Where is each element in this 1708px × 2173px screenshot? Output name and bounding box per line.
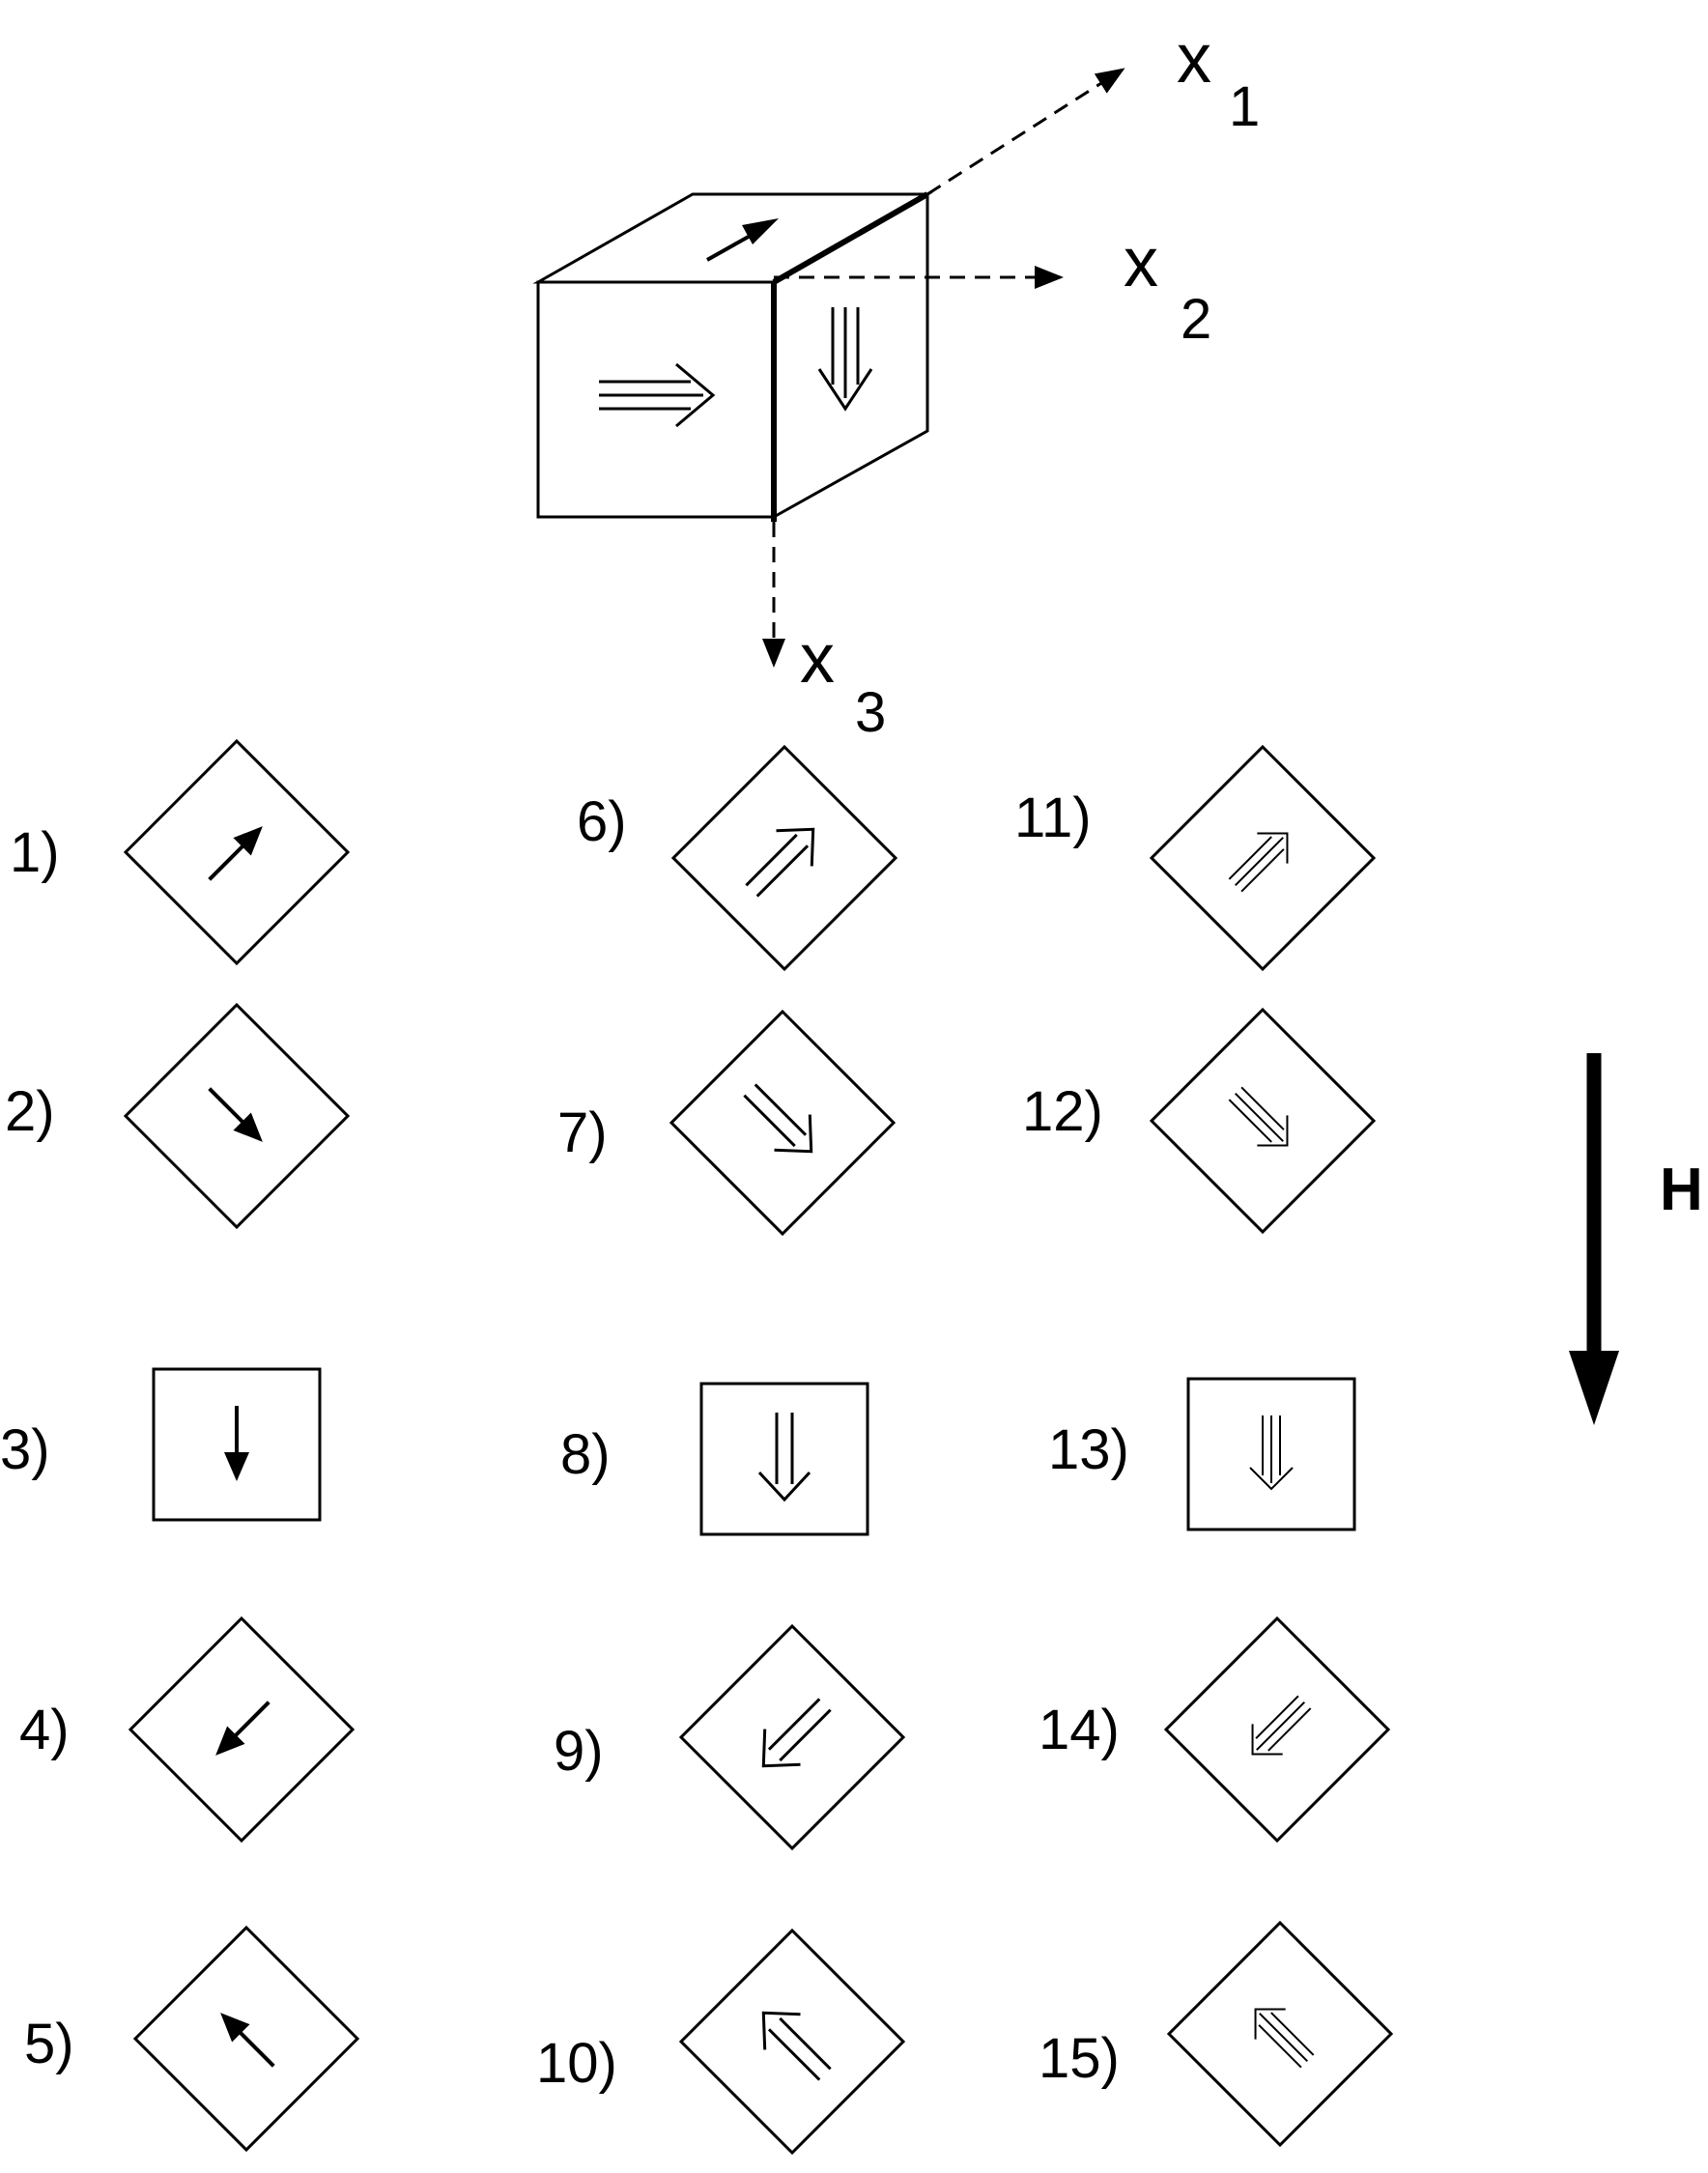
configuration-item: 3) (0, 1367, 322, 1522)
single-arrow-icon (215, 1701, 270, 1756)
item-label: 5) (24, 2013, 74, 2075)
configuration-item: 2) (5, 1002, 351, 1230)
diamond-frame (1149, 1007, 1377, 1235)
diamond-frame (670, 744, 898, 972)
item-label: 8) (560, 1423, 611, 1486)
cube-top-arrow (706, 218, 779, 262)
configuration-item: 8) (560, 1382, 869, 1536)
triple-arrow-icon (1228, 1086, 1289, 1147)
diamond-frame (678, 1928, 906, 2156)
axis-label-x3-index: 3 (855, 681, 886, 744)
triple-arrow-icon (1254, 2008, 1315, 2069)
axis-label-x3: x (800, 620, 835, 698)
diamond-frame (128, 1615, 356, 1844)
diamond-frame (1166, 1920, 1394, 2148)
diamond-frame (678, 1623, 906, 1851)
configuration-item: 10) (536, 1928, 906, 2156)
square-frame (699, 1382, 869, 1536)
field-arrow (1569, 1053, 1619, 1425)
configuration-item: 7) (557, 1009, 897, 1237)
item-label: 2) (5, 1080, 55, 1143)
axis-label-x2-index: 2 (1181, 288, 1211, 351)
cube-right-arrow (817, 307, 873, 412)
single-arrow-icon (224, 1406, 249, 1481)
square-frame (1186, 1377, 1356, 1531)
axis-label-x1-index: 1 (1229, 75, 1260, 138)
item-label: 12) (1022, 1080, 1103, 1143)
item-label: 3) (0, 1418, 50, 1481)
axis-lines (762, 68, 1125, 668)
axis-label-x2: x (1124, 224, 1158, 301)
configuration-item: 6) (577, 744, 898, 972)
diamond-frame (1149, 744, 1377, 972)
item-label: 15) (1039, 2027, 1120, 2090)
double-arrow-icon (761, 1698, 832, 1768)
item-label: 10) (536, 2032, 617, 2095)
item-label: 13) (1048, 1418, 1129, 1481)
configuration-item: 12) (1022, 1007, 1377, 1235)
axis-x1-line (926, 68, 1125, 196)
diamond-frame (669, 1009, 897, 1237)
triple-arrow-icon (1228, 832, 1289, 893)
axis-label-x1: x (1177, 20, 1211, 98)
double-arrow-icon (743, 1083, 813, 1154)
item-label: 4) (19, 1699, 70, 1761)
diamond-frame (123, 738, 351, 966)
configuration-item: 5) (24, 1925, 360, 2153)
configuration-item: 9) (554, 1623, 906, 1851)
single-arrow-icon (208, 1087, 263, 1142)
cube (532, 191, 933, 522)
field-label: H (1660, 1157, 1703, 1223)
diamond-frame (132, 1925, 360, 2153)
configuration-item: 11) (1014, 744, 1377, 972)
item-label: 6) (577, 790, 627, 853)
configuration-items: 1) 2) 3) 4) 5) 6) 7) 8) 9) 10) 11) 12) 13) 14) 15) (0, 738, 1394, 2156)
item-label: 9) (554, 1720, 604, 1783)
cube-top-face (532, 192, 933, 284)
diamond-frame (1163, 1615, 1391, 1844)
item-label: 1) (10, 821, 60, 884)
cube-edge-bold-top (772, 191, 929, 285)
cube-front-arrow (599, 362, 716, 428)
item-label: 7) (557, 1101, 608, 1164)
double-arrow-icon (745, 827, 815, 898)
configuration-item: 15) (1039, 1920, 1394, 2148)
single-arrow-icon (220, 2013, 275, 2068)
configuration-item: 14) (1039, 1615, 1391, 1844)
configuration-item: 1) (10, 738, 351, 966)
configuration-item: 13) (1048, 1377, 1356, 1531)
double-arrow-icon (761, 2011, 832, 2081)
item-label: 11) (1014, 786, 1092, 849)
triple-arrow-icon (1249, 1415, 1294, 1491)
triple-arrow-icon (1251, 1695, 1312, 1756)
configuration-item: 4) (19, 1615, 356, 1844)
double-arrow-icon (757, 1413, 811, 1502)
item-label: 14) (1039, 1699, 1120, 1761)
square-frame (152, 1367, 322, 1522)
cube-right-face (772, 191, 929, 520)
diamond-frame (123, 1002, 351, 1230)
single-arrow-icon (208, 826, 263, 881)
cube-front-face (536, 280, 776, 519)
